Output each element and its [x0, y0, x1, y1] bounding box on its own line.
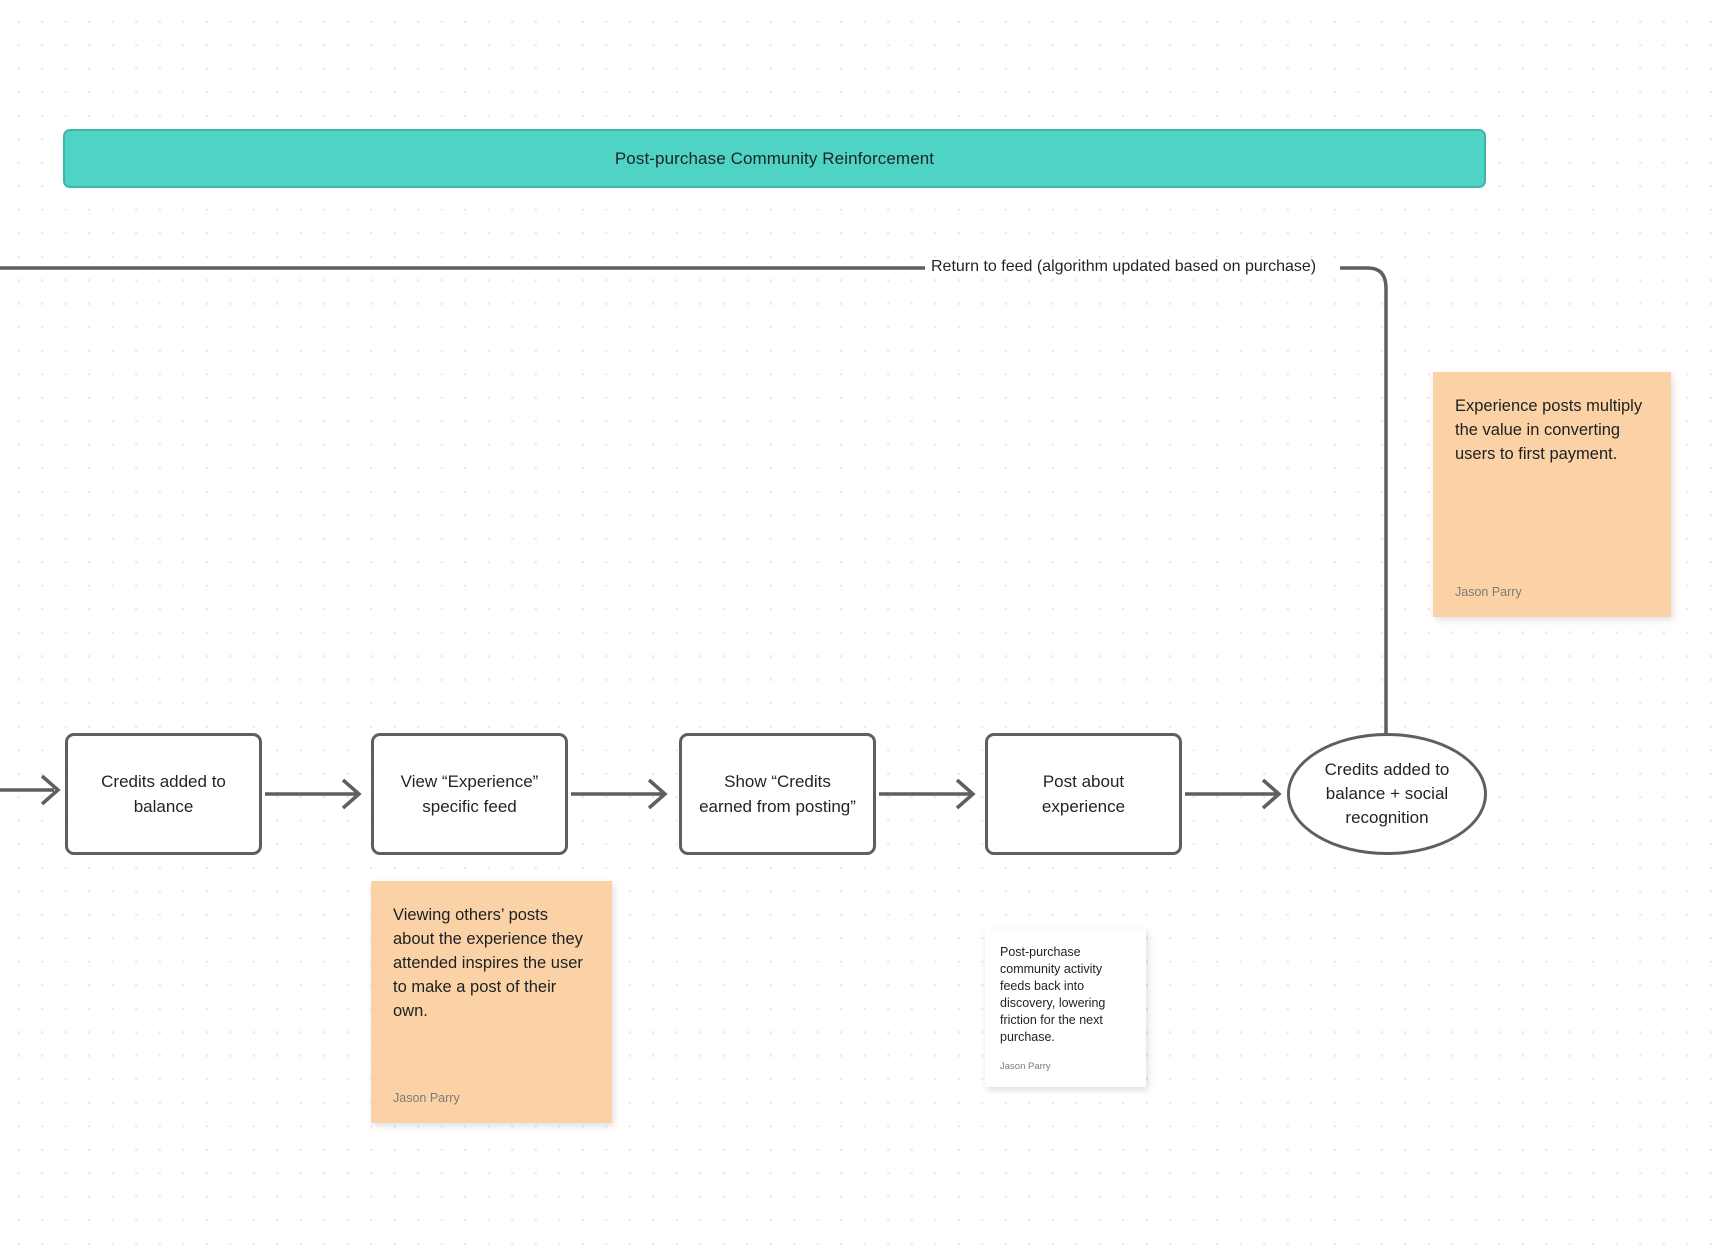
- sticky-note-author: Jason Parry: [1455, 585, 1522, 599]
- node-label: Show “Credits earned from posting”: [699, 772, 856, 816]
- sticky-note-body: Viewing others’ posts about the experien…: [393, 906, 583, 1020]
- return-edge-right-segment: [1340, 262, 1410, 742]
- sticky-note-post-purchase-community-activity[interactable]: Post-purchase community activity feeds b…: [985, 929, 1146, 1087]
- node-label: Credits added to balance + social recogn…: [1324, 760, 1450, 827]
- node-label: Post about experience: [1041, 772, 1126, 816]
- return-edge-left-segment: [0, 262, 925, 274]
- node-show-credits-earned-from-posting[interactable]: Show “Credits earned from posting”: [679, 733, 876, 855]
- edge-3-to-4: [879, 774, 985, 814]
- edge-2-to-3: [571, 774, 677, 814]
- section-header-label: Post-purchase Community Reinforcement: [614, 148, 935, 168]
- node-label: View “Experience” specific feed: [400, 772, 539, 816]
- sticky-note-body: Experience posts multiply the value in c…: [1455, 397, 1643, 463]
- sticky-note-author: Jason Parry: [1000, 1061, 1051, 1072]
- return-edge-label: Return to feed (algorithm updated based …: [931, 258, 1317, 275]
- sticky-note-experience-posts-multiply[interactable]: Experience posts multiply the value in c…: [1433, 372, 1671, 617]
- node-credits-added-balance-social-recognition[interactable]: Credits added to balance + social recogn…: [1287, 733, 1487, 855]
- node-view-experience-specific-feed[interactable]: View “Experience” specific feed: [371, 733, 568, 855]
- sticky-note-viewing-others-posts[interactable]: Viewing others’ posts about the experien…: [371, 881, 612, 1123]
- node-label: Credits added to balance: [101, 772, 226, 816]
- node-credits-added-to-balance[interactable]: Credits added to balance: [65, 733, 262, 855]
- sticky-note-author: Jason Parry: [393, 1091, 460, 1105]
- edge-4-to-5: [1185, 774, 1291, 814]
- edge-incoming-arrow: [0, 770, 70, 810]
- section-header-banner[interactable]: Post-purchase Community Reinforcement: [63, 129, 1486, 188]
- sticky-note-body: Post-purchase community activity feeds b…: [1000, 945, 1106, 1044]
- node-post-about-experience[interactable]: Post about experience: [985, 733, 1182, 855]
- edge-1-to-2: [265, 774, 371, 814]
